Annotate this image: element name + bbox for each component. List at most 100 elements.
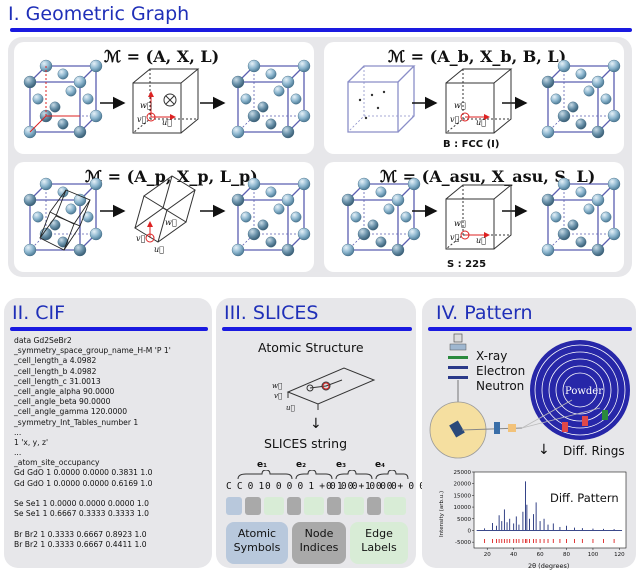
atom <box>407 227 421 241</box>
atom <box>375 186 387 198</box>
cif-line: _cell_length_b 4.0982 <box>14 366 97 376</box>
atom <box>281 193 295 207</box>
card-primitive <box>14 162 314 272</box>
edge-label-slot <box>344 497 364 515</box>
cif-line <box>14 519 210 529</box>
atom <box>350 211 362 223</box>
y-tick-label: 10000 <box>454 505 472 511</box>
atom <box>73 243 87 257</box>
diffraction-ring <box>555 365 605 415</box>
cif-line: _cell_length_a 4.0982 <box>14 356 97 366</box>
vector-label-v: v⃗ <box>274 392 282 400</box>
atom <box>273 85 285 97</box>
atom <box>607 227 621 241</box>
card-asymmetric <box>324 162 624 272</box>
atom <box>65 85 77 97</box>
atom <box>583 85 595 97</box>
axis-line <box>29 115 47 133</box>
atom <box>281 243 295 257</box>
cif-line: _cell_angle_alpha 90.0000 <box>14 386 115 396</box>
atom <box>290 93 302 105</box>
atom <box>591 243 605 257</box>
cell-edge <box>347 65 416 133</box>
cif-text-block: data Gd2SeBr2_symmetry_space_group_name_… <box>14 336 210 550</box>
cif-line: _symmetry_Int_Tables_number 1 <box>14 417 139 427</box>
atom <box>89 227 103 241</box>
caption-fcc: B : FCC (I) <box>443 139 500 150</box>
cif-line: Se Se1 1 0.6667 0.3333 0.3333 1.0 <box>14 509 149 519</box>
cif-line: ... <box>14 448 22 458</box>
down-arrow: ↓ <box>310 416 322 432</box>
diffraction-ring <box>548 358 612 422</box>
atom <box>23 243 37 257</box>
atom <box>607 59 621 73</box>
atom <box>265 236 277 248</box>
atom <box>73 125 87 139</box>
formula-unit-cell: ℳ = (A, X, L) <box>104 47 220 66</box>
diffraction-ring <box>534 344 626 436</box>
atom <box>281 125 295 139</box>
atom <box>383 203 395 215</box>
section-divider <box>10 327 208 331</box>
section-divider <box>10 28 632 32</box>
atom <box>607 177 621 191</box>
geometric-graph-illustrations: w⃗ v⃗ u⃗ w⃗ v⃗ u⃗ w⃗ v⃗ u⃗ w⃗ v⃗ u⃗ <box>23 59 621 257</box>
legend-edge-labels: Edge Labels <box>350 522 408 564</box>
atom <box>82 93 94 105</box>
formula-asymmetric: ℳ = (A_asu, X_asu, S, L) <box>380 167 596 186</box>
edge-label-slot <box>304 497 324 515</box>
legend-text: Indices <box>299 541 339 554</box>
diff-rings-label: Diff. Rings <box>563 444 625 458</box>
cif-line: data Gd2SeBr2 <box>14 336 72 345</box>
atom <box>600 211 612 223</box>
vector-label-u: u⃗ <box>476 236 486 245</box>
atom <box>575 186 587 198</box>
legend-text: Edge <box>365 527 393 540</box>
edge-label-e3: e₃ <box>336 460 347 470</box>
cif-line: _cell_angle_gamma 120.0000 <box>14 407 128 417</box>
section-title-cif: II. CIF <box>12 302 66 324</box>
atom <box>89 59 103 73</box>
vector-label-w: w⃗ <box>165 218 177 227</box>
atom <box>23 75 37 89</box>
diffraction-ring <box>562 372 598 408</box>
node-index-slot <box>327 497 341 515</box>
cif-line: Gd GdO 1 0.0000 0.0000 0.3831 1.0 <box>14 468 153 478</box>
atom <box>89 109 103 123</box>
cif-line: _atom_site_occupancy <box>14 458 100 468</box>
x-tick-label: 40 <box>510 552 517 558</box>
atom <box>265 118 277 130</box>
atom <box>73 75 87 89</box>
powder-label: Powder <box>565 386 603 397</box>
cif-line: Se Se1 1 0.0000 0.0000 0.0000 1.0 <box>14 499 149 508</box>
edge-label-e4: e₄ <box>375 460 386 470</box>
y-tick-label: 20000 <box>454 482 472 488</box>
cif-line: _cell_length_c 31.0013 <box>14 376 101 386</box>
y-tick-label: -5000 <box>455 540 471 546</box>
atom <box>391 193 405 207</box>
node-index-slot <box>367 497 381 515</box>
vector-label-w: w⃗ <box>140 101 152 110</box>
atom <box>591 75 605 89</box>
atom <box>400 211 412 223</box>
cif-line: Gd GdO 1 0.0000 0.0000 0.6169 1.0 <box>14 478 153 488</box>
legend-node-indices: Node Indices <box>292 522 346 564</box>
edge-braces <box>237 470 409 480</box>
lattice-point <box>358 98 362 102</box>
section-title-pattern: IV. Pattern <box>436 302 533 324</box>
vector-label-u: u⃗ <box>476 118 486 127</box>
atom <box>567 101 579 113</box>
atom <box>231 125 245 139</box>
vector-label-w: w⃗ <box>454 101 466 110</box>
diffraction-setup: Powder <box>429 333 630 459</box>
atom <box>357 177 371 191</box>
section-title-slices: III. SLICES <box>224 302 319 324</box>
primitive-cell-icon <box>134 175 196 243</box>
vector-label-v: v⃗ <box>450 115 460 124</box>
primitive-overlay <box>39 189 91 251</box>
vector-label-u: u⃗ <box>162 118 172 127</box>
vector-label-v: v⃗ <box>450 233 460 242</box>
atom <box>39 177 53 191</box>
atom <box>557 59 571 73</box>
atom <box>575 68 587 80</box>
